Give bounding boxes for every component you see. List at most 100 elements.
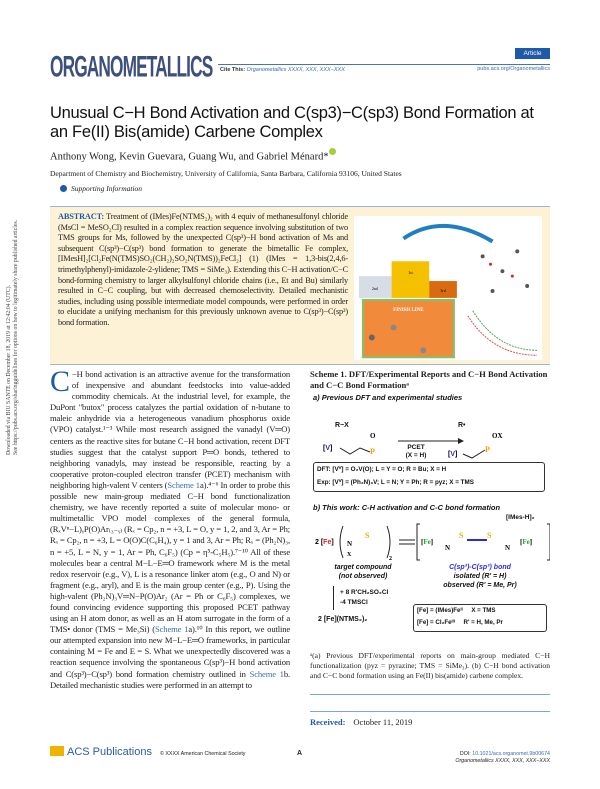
toc-arrow — [402, 223, 494, 244]
podium-3 — [429, 281, 457, 298]
received-label: Received: — [310, 717, 346, 727]
authors: Anthony Wong, Kevin Guevara, Guang Wu, a… — [50, 148, 550, 163]
author-list: Anthony Wong, Kevin Guevara, Guang Wu, a… — [50, 151, 329, 163]
divider — [310, 694, 550, 695]
product-label: C(sp³)-C(sp³) bond isolated (R' = H) obser… — [425, 563, 535, 590]
scheme-b-structures: 2 [Fe] N S X 2 [Fe] N S S N [Fe] — [315, 523, 550, 562]
scheme-rx: R−X — [335, 422, 349, 429]
imes-h-label: [IMes-H]₂ — [506, 514, 535, 521]
isolated: isolated (R' = H) — [453, 573, 507, 580]
cc-bond-label: C(sp³)-C(sp³) bond — [449, 564, 511, 571]
scheme-footnote: ᵃ(a) Previous DFT/experimental reports o… — [310, 651, 550, 680]
up-arrow — [333, 586, 334, 610]
journal-url[interactable]: pubs.acs.org/Organometallics — [477, 66, 550, 72]
podium-1 — [391, 261, 430, 298]
svg-text:N: N — [445, 544, 450, 552]
article-header: Unusual C−H Bond Activation and C(sp3)−C… — [50, 104, 550, 193]
body-text-1: −H bond activation is an attractive aven… — [50, 369, 290, 490]
race-track — [361, 298, 455, 359]
dft-conditions: DFT: [Vⱽ] = O₂V(O); L = Y = O; R = Bu; X… — [317, 466, 447, 473]
received-value: October 11, 2019 — [353, 717, 413, 727]
not-observed: (not observed) — [338, 573, 388, 580]
acs-logo-icon — [50, 746, 64, 756]
svg-text:O: O — [370, 432, 376, 440]
scheme-link[interactable]: Scheme 1 — [167, 479, 200, 490]
scheme-b-label: b) This work: C-H activation and C-C bon… — [313, 503, 501, 512]
finish-line-label: FINISH LINE — [393, 308, 424, 313]
orcid-icon[interactable] — [328, 148, 336, 155]
target-compound-label: target compound (not observed) — [318, 563, 408, 581]
svg-text:[V]: [V] — [448, 451, 457, 458]
article-badge: Article — [515, 48, 550, 59]
pcet-label: PCET(X = H) — [398, 444, 434, 460]
starting-material: 2 [Fe](NTMS₂)₂ — [318, 616, 368, 623]
svg-text:N: N — [505, 544, 510, 552]
exp-conditions: Exp: [Vⱽ] = (Ph₂N)₃V; L = N; Y = Ph; R =… — [317, 479, 474, 486]
reagents: + 8 R'CH₂SO₂Cl -4 TMSCl — [340, 588, 388, 608]
article-title: Unusual C−H Bond Activation and C(sp3)−C… — [50, 104, 534, 141]
svg-text:S: S — [459, 531, 464, 540]
affiliation: Department of Chemistry and Biochemistry… — [50, 168, 402, 178]
supporting-info-icon — [60, 184, 67, 192]
scheme-r-radical: R• — [458, 422, 466, 429]
pcet: PCET — [407, 444, 425, 451]
svg-text:[V]: [V] — [323, 445, 332, 452]
body-text-4: b. Detailed mechanistic studies were per… — [50, 668, 290, 690]
target-compound: target compound — [334, 564, 392, 571]
svg-text:[Fe]: [Fe] — [520, 538, 532, 546]
scheme-a-legend: DFT: [Vⱽ] = O₂V(O); L = Y = O; R = Bu; X… — [313, 462, 545, 492]
received-date: Received: October 11, 2019 — [310, 717, 412, 727]
cite-ref[interactable]: Organometallics XXXX, XXX, XXX−XXX — [246, 67, 345, 73]
pcet-condition: (X = H) — [405, 452, 427, 459]
supporting-info-label: Supporting Information — [71, 183, 143, 193]
doi-link[interactable]: 10.1021/acs.organomet.9b00674 — [472, 751, 550, 757]
publisher: ACS Publications — [67, 746, 152, 758]
doi-label: DOI: — [459, 751, 471, 757]
svg-text:[Fe]: [Fe] — [421, 538, 433, 546]
scheme-title: Scheme 1. DFT/Experimental Reports and C… — [310, 369, 548, 390]
svg-text:S: S — [365, 531, 370, 540]
svg-text:N: N — [347, 540, 352, 548]
body-text: C−H bond activation is an attractive ave… — [50, 365, 291, 691]
fe-iii-key: [Fe] = Cl₂Feᴵᴵᴵ R' = H, Me, Pr — [417, 619, 503, 626]
journal-ref: Organometallics XXXX, XXX, XXX−XXX — [455, 758, 550, 764]
scheme-link[interactable]: Scheme 1 — [249, 668, 284, 679]
svg-text:OX: OX — [492, 432, 503, 440]
page-number: A — [297, 750, 303, 757]
supporting-info-link[interactable]: Supporting Information — [60, 184, 550, 193]
podium-2 — [358, 276, 392, 298]
journal-logo: ORGANOMETALLICS — [50, 50, 213, 84]
reagent: + 8 R'CH₂SO₂Cl — [340, 589, 389, 596]
svg-text:2 [Fe]: 2 [Fe] — [315, 539, 334, 546]
svg-text:P: P — [370, 447, 375, 456]
svg-text:S: S — [487, 531, 492, 540]
scheme-a-label: a) Previous DFT and experimental studies — [313, 393, 463, 402]
toc-graphic: 2nd 1st 3rd FINISH LINE — [354, 216, 542, 360]
body-text-3: a).¹⁰ In this report, we outline our att… — [50, 624, 291, 679]
abstract-label: ABSTRACT: — [58, 212, 104, 221]
svg-text:P: P — [485, 445, 490, 454]
scheme-b-legend: [Fe] = (IMes)Feᴵᴵ X = TMS [Fe] = Cl₂Feᴵᴵᴵ… — [413, 604, 547, 632]
byproduct: -4 TMSCl — [340, 599, 368, 606]
podium-1-label: 1st — [408, 270, 414, 275]
svg-text:2: 2 — [389, 556, 392, 562]
svg-text:X: X — [347, 552, 352, 558]
acs-publications-logo[interactable]: ACS Publications — [50, 746, 152, 758]
cite-label: Cite This: — [220, 67, 246, 73]
body-text-2: a).⁴⁻⁶ In order to probe this possible n… — [50, 479, 291, 635]
divider — [310, 711, 550, 712]
download-line: Downloaded via BIU SANTE on December 18,… — [6, 284, 12, 455]
cite-this[interactable]: Cite This: Organometallics XXXX, XXX, XX… — [220, 67, 345, 73]
sharing-line: See https://pubs.acs.org/sharingguidelin… — [13, 219, 19, 455]
abstract-text: Treatment of (IMes)Fe(NTMS₂)₂ with 4 equ… — [58, 212, 348, 327]
podium-3-label: 3rd — [440, 288, 445, 293]
drop-cap: C — [50, 365, 70, 398]
scheme-link[interactable]: Scheme 1 — [155, 624, 189, 635]
copyright: © XXXX American Chemical Society — [160, 751, 246, 757]
podium-2-label: 2nd — [372, 286, 378, 291]
scheme-a-structures: [V] P O [V] P OX — [323, 432, 503, 459]
observed: observed (R' = Me, Pr) — [443, 582, 517, 589]
download-notice: Downloaded via BIU SANTE on December 18,… — [6, 155, 20, 455]
fe-ii-key: [Fe] = (IMes)Feᴵᴵ X = TMS — [417, 607, 496, 614]
